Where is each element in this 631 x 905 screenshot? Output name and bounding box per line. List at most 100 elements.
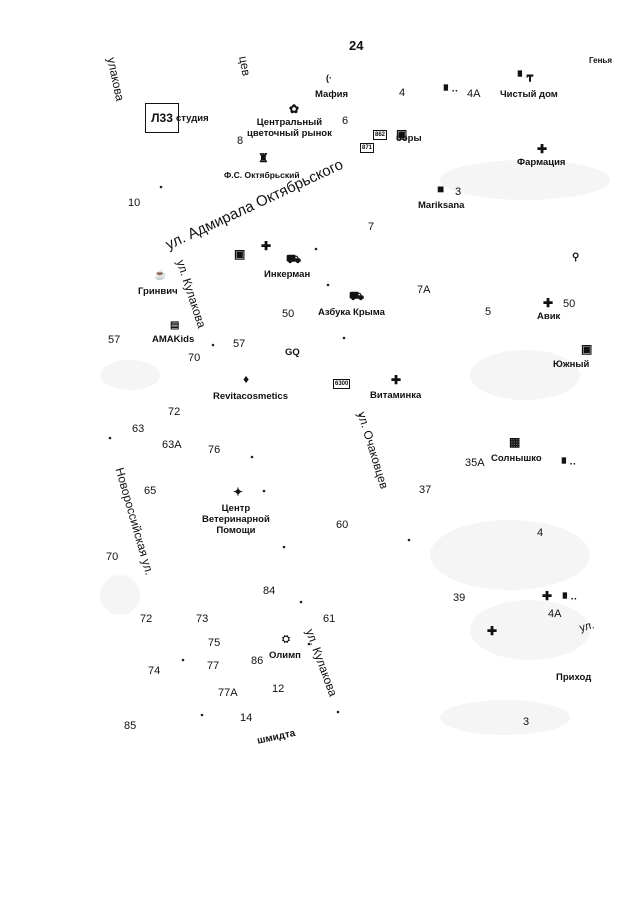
place-farmatsiya: Фармация	[517, 157, 566, 168]
scan-smudge	[440, 700, 570, 735]
transit-stop-icon: (·	[326, 73, 332, 83]
house-number: 85	[124, 720, 137, 732]
house-number: 4	[537, 527, 544, 539]
place-fs-oktyabrskiy: Ф.С. Октябрьский	[224, 170, 300, 180]
place-chistyi-dom: Чистый дом	[500, 89, 558, 100]
barrier-icon: ▘··	[444, 86, 459, 97]
house-number: 50	[563, 298, 576, 310]
house-number: 37	[419, 484, 432, 496]
place-solnyshko: Солнышко	[491, 453, 542, 464]
house-number: 60	[336, 519, 349, 531]
place-studio: студия	[176, 113, 209, 124]
house-number: 77А	[218, 687, 238, 699]
store-icon: ▣	[581, 342, 593, 356]
house-number: 10	[128, 197, 141, 209]
place-yuzhnyi: Южный	[553, 359, 590, 370]
house-number: 84	[263, 585, 276, 597]
place-vet-center: Центр Ветеринарной Помощи	[202, 503, 270, 536]
house-number: 57	[233, 338, 246, 350]
house-number: 5	[485, 306, 492, 318]
place-amakids: AMAKids	[152, 334, 195, 345]
scan-smudge	[470, 600, 590, 660]
pharmacy-icon: ✚	[537, 142, 548, 156]
shopping-bag-icon: ■	[437, 182, 445, 196]
place-grinvich: Гринвич	[138, 286, 178, 297]
barrier-icon: ▘··	[563, 594, 578, 605]
place-vitaminka: Витаминка	[370, 390, 422, 401]
pin-icon: ┳	[527, 71, 534, 82]
house-number: 50	[282, 308, 295, 320]
building-badge-871: 871	[360, 143, 375, 153]
route-label-box: Л33	[145, 103, 179, 133]
house-number: 73	[196, 613, 209, 625]
house-number: 39	[453, 592, 466, 604]
hotel-bed-icon: ⛭	[282, 634, 290, 645]
house-number: 4А	[467, 88, 481, 100]
house-number: 72	[140, 613, 153, 625]
house-number: 7А	[417, 284, 431, 296]
page-number: 24	[349, 38, 364, 53]
house-number: 86	[251, 655, 264, 667]
scan-smudge	[440, 160, 610, 200]
house-number: 6	[342, 115, 349, 127]
place-gq: GQ	[285, 347, 300, 358]
house-number: 3	[523, 716, 530, 728]
scan-smudge	[470, 350, 580, 400]
house-number: 70	[106, 551, 119, 563]
house-number: 57	[108, 334, 121, 346]
barrier-icon: ▘··	[562, 459, 577, 470]
place-inkerman: Инкерман	[264, 269, 311, 280]
veterinary-icon: ✦	[233, 485, 244, 499]
house-number: 76	[208, 444, 221, 456]
place-azbuka-kryma: Азбука Крыма	[318, 307, 385, 318]
scan-smudge	[100, 575, 140, 615]
place-revitacosmetics: Revitacosmetics	[213, 391, 288, 402]
house-number: 4	[399, 87, 406, 99]
place-olimp: Олимп	[269, 650, 301, 661]
house-number: 70	[188, 352, 201, 364]
cosmetics-icon: ♦	[243, 372, 250, 386]
shopping-cart-icon: ⛟	[286, 252, 302, 266]
bus-stop-icon: ▣	[234, 247, 246, 261]
house-number: 35А	[465, 457, 485, 469]
house-number: 77	[207, 660, 220, 672]
house-number: 75	[208, 637, 221, 649]
house-number: 72	[168, 406, 181, 418]
house-number: 61	[323, 613, 336, 625]
pharmacy-icon: ✚	[391, 373, 402, 387]
flower-icon: ✿	[289, 102, 300, 116]
school-icon: ▤	[170, 320, 180, 331]
cafe-icon: ☕	[154, 270, 167, 281]
house-number: 4А	[548, 608, 562, 620]
place-bory: боры	[396, 133, 422, 144]
house-number: 63А	[162, 439, 182, 451]
pharmacy-icon: ✚	[542, 589, 553, 603]
house-number: 74	[148, 665, 161, 677]
place-tsentralnyi-rynok: Центральный цветочный рынок	[247, 117, 332, 139]
place-mariksana: Mariksana	[418, 200, 465, 211]
building-badge-862: 862	[373, 130, 388, 140]
house-number: 7	[368, 221, 375, 233]
house-number: 65	[144, 485, 157, 497]
house-number: 63	[132, 423, 145, 435]
pharmacy-icon: ✚	[261, 239, 272, 253]
place-mafia: Мафия	[315, 89, 349, 100]
house-number: 12	[272, 683, 285, 695]
scan-smudge	[100, 360, 160, 390]
shopping-cart-icon: ⛟	[349, 289, 365, 303]
kindergarten-icon: ▦	[509, 435, 521, 449]
barrier-icon: ▘··	[518, 72, 533, 83]
pharmacy-icon: ✚	[487, 624, 498, 638]
house-number: 3	[455, 186, 462, 198]
place-top-right-fragment: Генья	[589, 56, 612, 65]
scan-smudge	[430, 520, 590, 590]
pharmacy-icon: ✚	[543, 296, 554, 310]
place-prikhod: Приход	[556, 672, 592, 683]
house-number: 14	[240, 712, 253, 724]
house-number: 8	[237, 135, 244, 147]
building-badge-6300: 6300	[333, 379, 351, 389]
location-pin-icon: ⚲	[572, 252, 580, 263]
place-avik: Авик	[537, 311, 561, 322]
